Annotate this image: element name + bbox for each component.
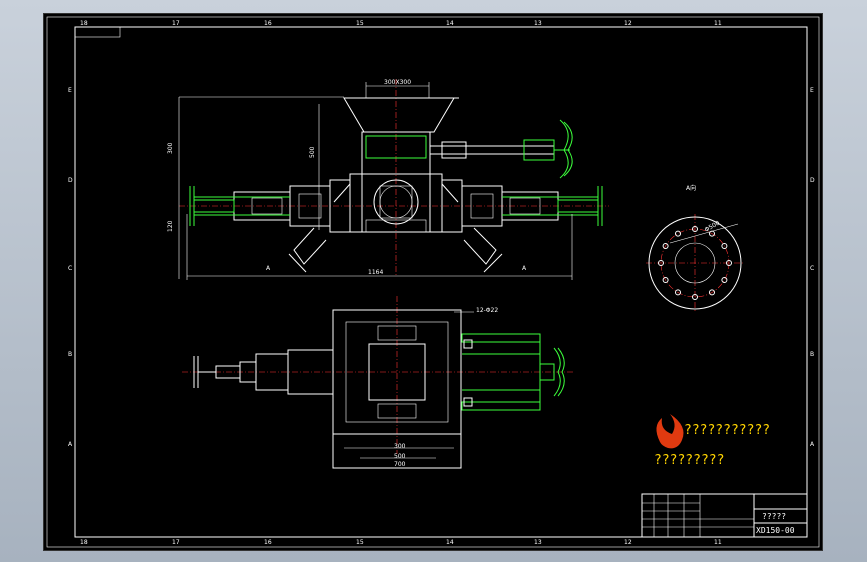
zone-top-3: 15 (356, 20, 364, 27)
flange-bolt-holes (658, 226, 732, 300)
dim-bottom-c-label: 700 (394, 461, 406, 468)
top-port-opening (368, 343, 426, 401)
zone-bottom-3: 15 (356, 539, 364, 546)
bolt-hole (726, 260, 732, 266)
zone-bottom-0: 18 (80, 539, 88, 546)
dim-top-label: 300X300 (384, 79, 411, 86)
zone-bottom-6: 12 (624, 539, 632, 546)
zone-letters-left: E D C B A (68, 87, 73, 448)
outer-frame (46, 16, 820, 548)
top-right-guide (461, 333, 541, 343)
bolt-hole (662, 243, 669, 249)
title-block: ????? XD150-00 (641, 493, 808, 538)
section-a-label: A向 (686, 184, 696, 192)
zone-letters-right: E D C B A (810, 87, 815, 448)
bolt-hole (692, 226, 698, 232)
logo-line-1: ??????????? (684, 423, 770, 438)
dim-height-mid-label: 500 (309, 146, 316, 158)
zone-top-1: 17 (172, 20, 180, 27)
zone-top-5: 13 (534, 20, 542, 27)
bolt-circle (660, 228, 730, 298)
upper-handwheel-icon (559, 119, 569, 179)
bolt-hole (662, 277, 669, 283)
dim-width-label: 1164 (368, 269, 383, 276)
bolt-hole (658, 260, 664, 266)
zone-left-2: C (68, 265, 72, 272)
zone-top-4: 14 (446, 20, 454, 27)
zone-bottom-1: 17 (172, 539, 180, 546)
dim-bottom-a-label: 300 (394, 443, 406, 450)
zone-bottom-2: 16 (264, 539, 272, 546)
flame-logo-icon (656, 414, 684, 449)
dim-height-left-label: 300 (167, 142, 174, 154)
left-outlet (293, 227, 327, 265)
logo-line-2: ????????? (654, 453, 724, 468)
zone-right-4: A (810, 441, 815, 448)
zone-top-6: 12 (624, 20, 632, 27)
bolt-hole (692, 294, 698, 300)
inlet-hopper (343, 97, 455, 133)
right-outlet (463, 227, 497, 265)
drawing-sheet: 18 17 16 15 14 13 12 11 18 17 16 15 14 1… (46, 16, 820, 548)
dim-note-right-label: 12-Φ22 (476, 307, 498, 314)
zone-right-1: D (810, 177, 815, 184)
bolt-hole (721, 243, 728, 249)
bolt-hole (709, 230, 715, 237)
zone-left-1: D (68, 177, 73, 184)
dim-bottom-b-label: 500 (394, 453, 406, 460)
section-arrow-right: A (522, 265, 527, 272)
section-arrow-left: A (266, 265, 271, 272)
upper-flange (365, 135, 427, 159)
bolt-hole (709, 289, 715, 296)
zone-right-3: B (810, 351, 814, 358)
zone-top-2: 16 (264, 20, 272, 27)
zone-numbers-top: 18 17 16 15 14 13 12 11 (80, 20, 722, 27)
zone-numbers-bottom: 18 17 16 15 14 13 12 11 (80, 539, 722, 546)
zone-right-0: E (810, 87, 814, 94)
corner-box (74, 26, 121, 38)
valve-port (373, 179, 419, 225)
zone-left-4: A (68, 441, 73, 448)
zone-left-3: B (68, 351, 72, 358)
top-right-handwheel-icon (553, 347, 561, 397)
top-view: 300 500 700 12-Φ22 (182, 296, 574, 469)
zone-right-2: C (810, 265, 814, 272)
dim-height-low-label: 120 (167, 220, 174, 232)
zone-bottom-5: 13 (534, 539, 542, 546)
zone-top-7: 11 (714, 20, 722, 27)
front-view: 300X300 (167, 79, 609, 280)
bolt-hole (675, 289, 681, 296)
title-cell: ????? (762, 512, 786, 521)
section-a-view: A向 Φ500 (646, 184, 744, 312)
zone-bottom-7: 11 (714, 539, 722, 546)
drawing-number: XD150-00 (756, 526, 795, 535)
bolt-hole (675, 230, 681, 237)
zone-bottom-4: 14 (446, 539, 454, 546)
company-logo: ??????????? ????????? (654, 414, 770, 468)
flange-outer-circle (648, 216, 742, 310)
inner-frame (74, 26, 808, 538)
zone-left-0: E (68, 87, 72, 94)
zone-top-0: 18 (80, 20, 88, 27)
cad-drawing-viewport[interactable]: 18 17 16 15 14 13 12 11 18 17 16 15 14 1… (43, 13, 823, 551)
bolt-hole (721, 277, 728, 283)
